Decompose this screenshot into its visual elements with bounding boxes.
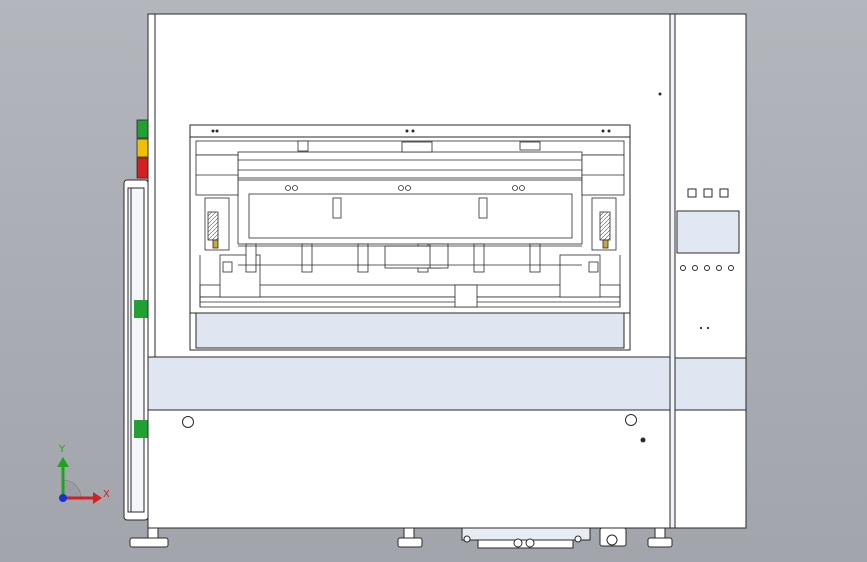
panel-knob[interactable] [680, 265, 686, 271]
panel-button[interactable] [703, 188, 713, 198]
panel-knob[interactable] [716, 265, 722, 271]
side-tower-indicator [134, 300, 148, 318]
panel-button[interactable] [687, 188, 697, 198]
signal-light-green [136, 119, 149, 139]
gantry-beam [195, 140, 625, 245]
panel-knob[interactable] [704, 265, 710, 271]
signal-light-red [136, 157, 149, 179]
triad-x-label: X [103, 489, 110, 500]
carriages [195, 154, 625, 251]
lower-mechanism [199, 243, 621, 308]
axis-triad: Y X [57, 444, 110, 504]
control-cabinet [669, 13, 747, 529]
feet [129, 527, 673, 549]
control-panel [676, 188, 740, 330]
panel-knob[interactable] [728, 265, 734, 271]
panel-knob[interactable] [692, 265, 698, 271]
side-tower-indicator [134, 420, 148, 438]
triad-y-label: Y [58, 444, 66, 455]
signal-tower [136, 119, 149, 179]
panel-button[interactable] [719, 188, 729, 198]
signal-light-yellow [136, 138, 149, 158]
side-tower [123, 179, 149, 521]
hmi-screen[interactable] [676, 210, 740, 254]
